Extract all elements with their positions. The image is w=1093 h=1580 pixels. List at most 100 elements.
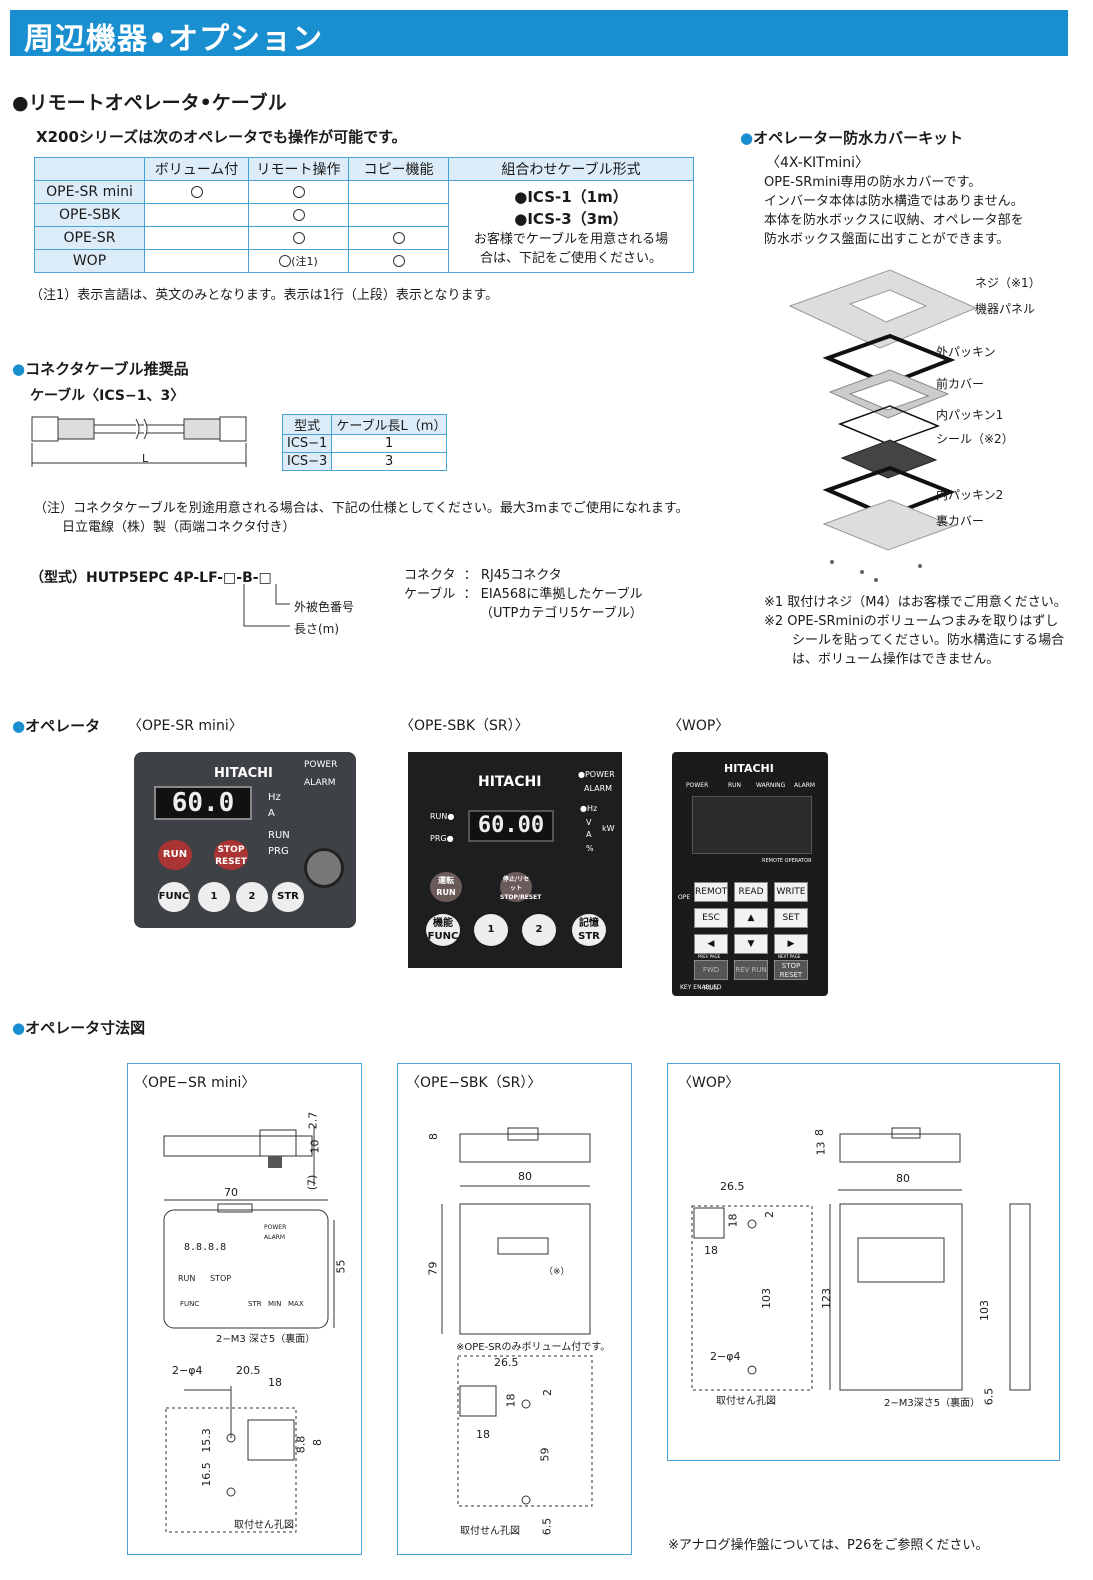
table-header: ケーブル長L（m） xyxy=(331,414,447,435)
dim-10: 10 xyxy=(308,1139,322,1154)
left-key[interactable]: ◀ xyxy=(694,934,728,954)
table-cell: ICS−1 xyxy=(281,434,333,453)
dim-panel-sbk: 〈OPE−SBK（SR）〉 8 80 79 （※） ※OPE-SRのみボリューム… xyxy=(397,1063,632,1555)
brand-logo: HITACHI xyxy=(724,762,774,775)
connector-heading: ●コネクタケーブル推奨品 xyxy=(12,360,189,378)
up-button[interactable]: 1 xyxy=(198,882,230,912)
run-led-label: RUN xyxy=(268,830,290,841)
ope-label: OPE xyxy=(678,894,691,901)
operator-label-srmini: 〈OPE-SR mini〉 xyxy=(128,718,243,734)
power-led-label: POWER xyxy=(686,782,709,789)
dim-panel-wop: 〈WOP〉 13 8 80 26.5 18 2 18 103 123 103 2… xyxy=(667,1063,1060,1461)
stop-reset-key[interactable]: STOP RESET xyxy=(774,960,808,980)
cable-drawing xyxy=(31,416,247,467)
str-button[interactable]: STR xyxy=(272,882,304,912)
power-led-label: POWER xyxy=(304,760,338,770)
amp-led-label: A xyxy=(586,830,592,839)
dim-2-7: 2.7 xyxy=(306,1111,320,1130)
dim-103: 103 xyxy=(760,1288,773,1309)
kw-led-label: kW xyxy=(602,824,615,833)
table-row-label: WOP xyxy=(34,249,145,273)
cover-note-1: ※1 取付けネジ（M4）はお客様でご用意ください。 xyxy=(764,595,1067,610)
run-button[interactable]: RUN xyxy=(158,840,192,870)
down-button[interactable]: 2 xyxy=(522,914,556,946)
dim-7: (7) xyxy=(305,1174,319,1191)
sbk-drawing xyxy=(441,1127,593,1507)
read-key[interactable]: READ xyxy=(734,882,768,902)
rev-run-key[interactable]: REV RUN xyxy=(734,960,768,980)
run-button[interactable]: 運転 RUN xyxy=(430,872,462,902)
dim-18b: 18 xyxy=(476,1428,490,1441)
check-circle-icon xyxy=(292,186,305,198)
cable-ics1: ●ICS-1（1m） xyxy=(514,187,628,206)
check-circle-icon xyxy=(292,232,305,244)
dim-hole: 2−φ4 xyxy=(172,1364,203,1377)
dim-func-key: FUNC xyxy=(180,1300,200,1308)
volt-led-label: V xyxy=(586,818,592,827)
model-leader-lines xyxy=(243,584,290,627)
dim-6-5: 6.5 xyxy=(540,1517,554,1536)
cover-note-2b: シールを貼ってください。防水構造にする場合 xyxy=(792,633,1065,648)
brand-logo: HITACHI xyxy=(214,766,273,781)
dim-20-5: 20.5 xyxy=(236,1364,261,1377)
dim-note: ※OPE-SRのみボリューム付です。 xyxy=(456,1342,611,1353)
dim-cutout: 取付せん孔図 xyxy=(234,1520,294,1531)
table-cell: 1 xyxy=(331,434,447,453)
fwd-run-key[interactable]: FWD RUN xyxy=(694,960,728,992)
cable-model: （型式）HUTP5EPC 4P-LF-□-B-□ xyxy=(30,570,272,586)
dim-run-key: RUN xyxy=(178,1274,196,1283)
ope-sbk-device: HITACHI ●POWER ALARM RUN● PRG● ●Hz V A k… xyxy=(408,752,622,968)
check-circle-icon xyxy=(190,186,203,198)
func-button[interactable]: 機能 FUNC xyxy=(426,914,460,946)
stop-reset-button[interactable]: STOP RESET xyxy=(214,840,248,870)
dim-cutout: 取付せん孔図 xyxy=(460,1526,520,1537)
warning-led-label: WARNING xyxy=(756,782,786,789)
cover-exploded-view xyxy=(788,269,978,582)
dim-2: 2 xyxy=(541,1389,554,1396)
stop-reset-button[interactable]: 停止/リセット STOP/RESET xyxy=(500,872,541,902)
brand-logo: HITACHI xyxy=(478,774,542,790)
check-circle-icon xyxy=(279,255,292,267)
dim-55: 55 xyxy=(334,1259,348,1274)
table-cell: 3 xyxy=(331,452,447,471)
connector-note-1: （注）コネクタケーブルを別途用意される場合は、下記の仕様としてください。最大3m… xyxy=(34,501,689,516)
dim-79: 79 xyxy=(426,1261,440,1276)
dim-hole: 2−φ4 xyxy=(710,1350,741,1363)
table-cell: ICS−3 xyxy=(281,452,333,471)
func-button[interactable]: FUNC xyxy=(158,882,190,912)
wop-drawing xyxy=(691,1127,1031,1391)
operator-label-sbk: 〈OPE-SBK（SR）〉 xyxy=(400,718,529,734)
down-button[interactable]: 2 xyxy=(236,882,268,912)
dim-103b: 103 xyxy=(978,1300,991,1321)
bullet-icon: ● xyxy=(12,360,26,378)
dim-max: MAX xyxy=(288,1300,304,1308)
str-button[interactable]: 記憶 STR xyxy=(572,914,606,946)
cable-ics3: ●ICS-3（3m） xyxy=(514,209,628,228)
prg-led-label: PRG● xyxy=(430,834,454,843)
volume-knob[interactable] xyxy=(304,848,344,888)
run-led-label: RUN● xyxy=(430,812,455,821)
dim-70: 70 xyxy=(224,1186,238,1199)
up-key[interactable]: ▲ xyxy=(734,908,768,928)
prev-page-label: PREV PAGE xyxy=(698,954,721,959)
down-key[interactable]: ▼ xyxy=(734,934,768,954)
next-page-label: NEXT PAGE xyxy=(778,954,801,959)
dim-2: 2 xyxy=(763,1211,776,1218)
operator-table: ボリューム付 リモート操作 コピー機能 組合わせケーブル形式 OPE-SR mi… xyxy=(34,157,694,273)
cover-note-2a: ※2 OPE-SRminiのボリュームつまみを取りはずし xyxy=(764,614,1059,629)
dim-8: 8 xyxy=(311,1439,324,1446)
write-key[interactable]: WRITE xyxy=(774,882,808,902)
display-7seg: 60.00 xyxy=(468,810,554,842)
dim-8: 8 xyxy=(427,1133,440,1140)
remote-key[interactable]: REMOTE xyxy=(694,882,733,902)
table-header: 組合わせケーブル形式 xyxy=(448,157,694,181)
display-7seg: 60.0 xyxy=(154,786,252,820)
table-row-label: OPE-SR xyxy=(34,226,145,250)
right-key[interactable]: ▶ xyxy=(774,934,808,954)
cable-label: ケーブル〈ICS−1、3〉 xyxy=(30,388,185,404)
esc-key[interactable]: ESC xyxy=(694,908,728,928)
table-header xyxy=(34,157,145,181)
set-key[interactable]: SET xyxy=(774,908,808,928)
check-circle-icon xyxy=(292,209,305,221)
up-button[interactable]: 1 xyxy=(474,914,508,946)
